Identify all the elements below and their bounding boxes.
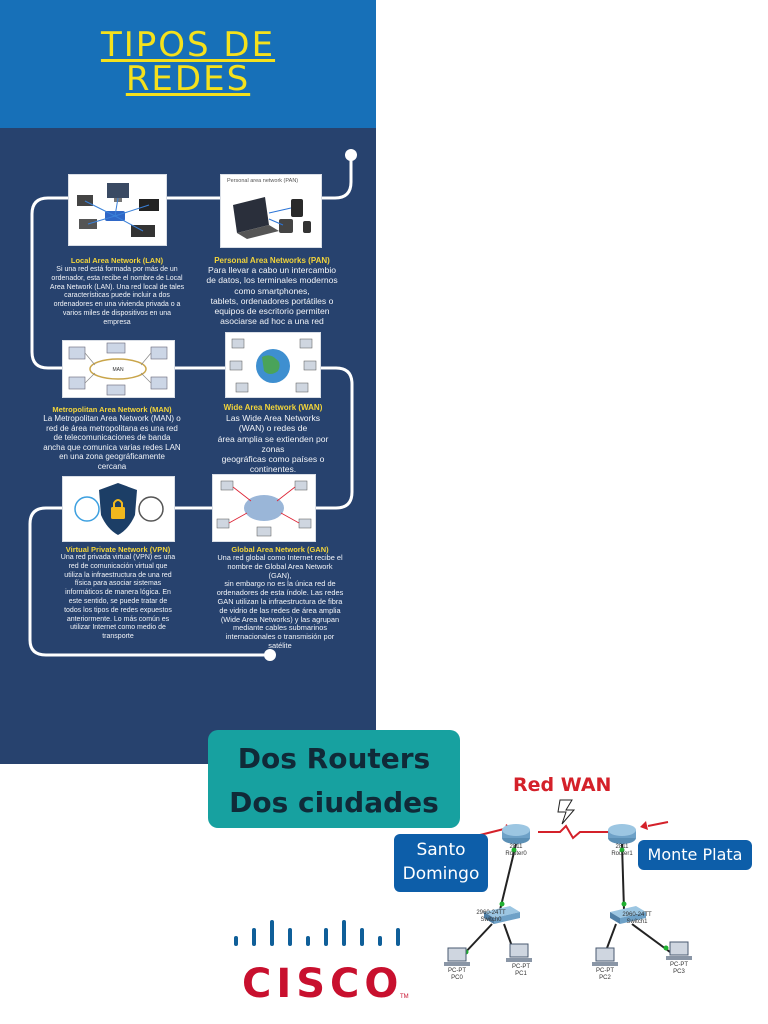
wan-text: Las Wide Area Networks (WAN) o redes de … [217, 413, 329, 475]
connector-path [28, 149, 357, 661]
vpn-title: Virtual Private Network (VPN) [65, 545, 171, 554]
lan-title: Local Area Network (LAN) [70, 256, 164, 265]
wan-title: Wide Area Network (WAN) [223, 403, 323, 412]
city-left-line-2: Domingo [402, 864, 480, 884]
man-title: Metropolitan Area Network (MAN) [52, 405, 172, 414]
wan-image [225, 332, 321, 398]
cisco-trademark: TM [400, 994, 409, 1000]
city-right-label: Monte Plata [647, 845, 743, 864]
headline-line-2: Dos ciudades [229, 786, 439, 819]
pan-image: Personal area network (PAN) [220, 174, 322, 248]
vpn-text: Una red privada virtual (VPN) es una red… [60, 554, 176, 641]
man-diagram-icon: MAN [68, 342, 168, 396]
gan-title: Global Area Network (GAN) [231, 545, 329, 554]
man-text: La Metropolitan Area Network (MAN) o red… [43, 414, 181, 471]
gan-image [212, 474, 316, 542]
gan-network-icon [216, 480, 312, 537]
cisco-wordmark: CISCO [242, 961, 404, 1007]
city-santo-domingo: Santo Domingo [394, 834, 488, 892]
arrow-right-icon [640, 821, 648, 830]
path-end-dot [264, 649, 276, 661]
title-line-2: REDES [125, 59, 251, 99]
man-image: MAN [62, 340, 175, 398]
wan-link [538, 824, 610, 840]
network-topology [234, 799, 692, 966]
infographic-header: TIPOS DE REDES [0, 0, 376, 128]
wan-globe-icon [229, 338, 317, 393]
pc0-icon [444, 947, 470, 966]
vpn-image [62, 476, 175, 542]
lightning-icon [557, 799, 576, 825]
switch0-icon [484, 906, 520, 924]
headline-line-1: Dos Routers [237, 742, 431, 775]
wan-label: Red WAN [513, 774, 612, 796]
pc1-icon [506, 943, 532, 962]
lan-image [68, 174, 167, 246]
title-line-1: TIPOS DE [100, 25, 276, 65]
infographic-panel: TIPOS DE REDES Local Area Network (LAN) … [0, 0, 376, 764]
pan-text: Para llevar a cabo un intercambio de dat… [206, 265, 338, 327]
man-label: MAN [112, 367, 124, 373]
lan-text: Si una red está formada por más de un or… [49, 266, 185, 326]
lan-diagram-icon [77, 183, 159, 237]
network-promo-panel: Dos Routers Dos ciudades Red WAN [208, 726, 758, 1016]
router0-icon [502, 824, 530, 844]
pan-diagram-icon [233, 197, 311, 239]
pan-title: Personal Area Networks (PAN) [214, 256, 330, 265]
infographic-title: TIPOS DE REDES [0, 28, 376, 96]
path-start-dot [345, 149, 357, 161]
switch1-icon [610, 906, 646, 924]
headline-box: Dos Routers Dos ciudades [208, 730, 460, 828]
gan-text: Una red global como Internet recibe el n… [216, 553, 344, 650]
city-monte-plata: Monte Plata [638, 840, 752, 870]
vpn-shield-icon [74, 483, 164, 535]
pc2-icon [592, 947, 618, 966]
pc3-icon [666, 941, 692, 960]
cisco-logo-icon [234, 920, 400, 946]
router1-icon [608, 824, 636, 844]
pan-caption: Personal area network (PAN) [227, 178, 299, 184]
city-left-line-1: Santo [416, 840, 466, 860]
